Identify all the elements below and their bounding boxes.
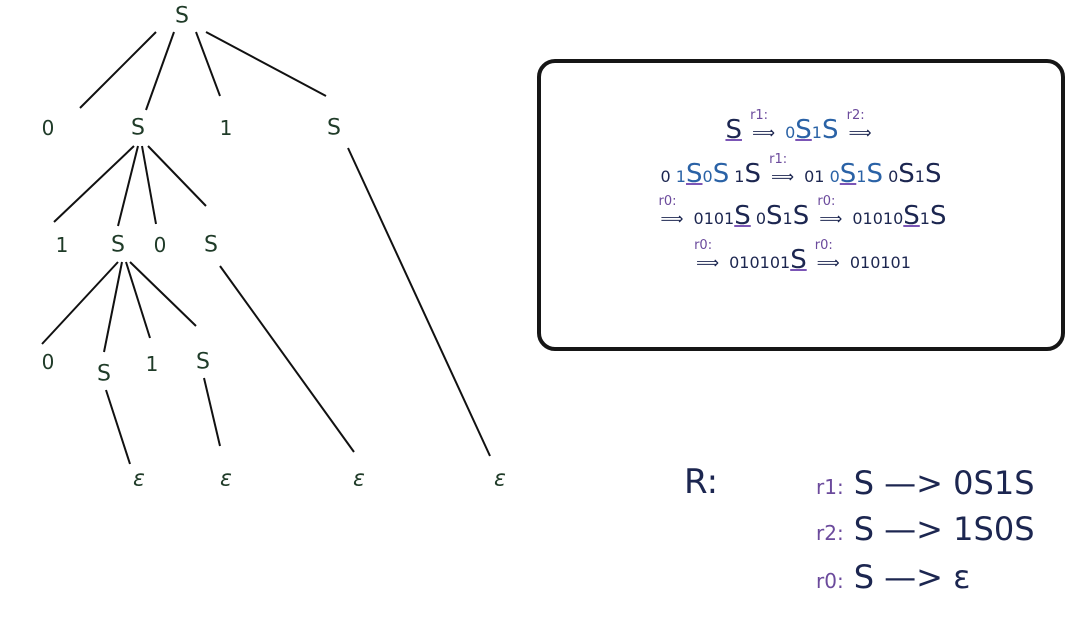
- rule-r2: r2: S —> 1S0S: [816, 510, 1035, 548]
- derive-arrow: r0:⟹: [817, 194, 843, 228]
- tree-edge: [125, 261, 151, 339]
- tree-edge: [105, 389, 131, 465]
- tree-node-s: S: [111, 233, 125, 258]
- tree-node-s: S: [131, 116, 145, 141]
- tree-edge: [79, 31, 157, 109]
- tree-edge: [219, 265, 355, 453]
- tree-edge: [195, 31, 221, 97]
- tree-edge: [203, 377, 221, 447]
- derive-arrow: r1:⟹: [769, 152, 795, 186]
- tree-edge: [53, 145, 135, 223]
- parse-tree-edges: [41, 31, 491, 465]
- derive-arrow: r0:⟹: [814, 238, 840, 272]
- tree-node-terminal: 1: [146, 352, 159, 376]
- tree-edge: [129, 261, 197, 327]
- rule-r1: r1: S —> 0S1S: [816, 464, 1035, 502]
- derive-arrow: r0:⟹: [694, 238, 720, 272]
- tree-node-terminal: 1: [220, 116, 233, 140]
- tree-node-s: S: [327, 116, 341, 141]
- derive-arrow: r0:⟹: [658, 194, 684, 228]
- tree-edge: [145, 31, 175, 111]
- derivation-line-1: S r1:⟹ 0S1S r2:⟹: [725, 108, 872, 145]
- tree-edge: [141, 145, 157, 225]
- tree-edge: [347, 147, 491, 457]
- derivation-line-2: 0 1S0S 1S r1:⟹ 01 0S1S 0S1S: [660, 152, 942, 189]
- derivation-box: S r1:⟹ 0S1S r2:⟹ 0 1S0S 1S r1:⟹ 01 0S1S …: [537, 59, 1065, 351]
- rule-r0-name: r0:: [816, 569, 844, 593]
- tree-node-terminal: 0: [154, 233, 167, 257]
- tree-node-terminal: 0: [42, 116, 55, 140]
- tree-edge: [117, 145, 139, 227]
- tree-edge: [103, 261, 123, 353]
- tree-node-s: S: [175, 4, 189, 29]
- derive-arrow: r1:⟹: [750, 108, 775, 142]
- tree-edge: [205, 31, 327, 97]
- deriv-symbol: S: [725, 115, 742, 145]
- rule-r0: r0: S —> ε: [816, 558, 970, 596]
- tree-node-epsilon: ε: [220, 467, 232, 492]
- tree-node-terminal: 0: [42, 350, 55, 374]
- rules-panel: R: r1: S —> 0S1S r2: S —> 1S0S r0: S —> ε: [684, 458, 1084, 608]
- tree-edge: [41, 261, 119, 345]
- tree-node-epsilon: ε: [133, 467, 145, 492]
- tree-edge: [147, 145, 207, 207]
- tree-node-epsilon: ε: [494, 467, 506, 492]
- tree-node-s: S: [196, 350, 210, 375]
- tree-node-epsilon: ε: [353, 467, 365, 492]
- tree-node-terminal: 1: [56, 233, 69, 257]
- derivation-line-4: r0:⟹ 010101S r0:⟹ 010101: [694, 238, 911, 275]
- rule-r0-body: S —> ε: [853, 558, 971, 596]
- rule-r2-name: r2:: [816, 521, 844, 545]
- tree-node-s: S: [97, 362, 111, 387]
- rules-label: R:: [684, 462, 719, 502]
- derivation-line-3: r0:⟹ 0101S 0S1S r0:⟹ 01010S1S: [658, 194, 947, 231]
- derive-arrow: r2:⟹: [846, 108, 872, 142]
- rule-r1-body: S —> 0S1S: [853, 464, 1035, 502]
- rule-r1-name: r1:: [816, 475, 844, 499]
- rule-r2-body: S —> 1S0S: [853, 510, 1035, 548]
- tree-node-s: S: [204, 233, 218, 258]
